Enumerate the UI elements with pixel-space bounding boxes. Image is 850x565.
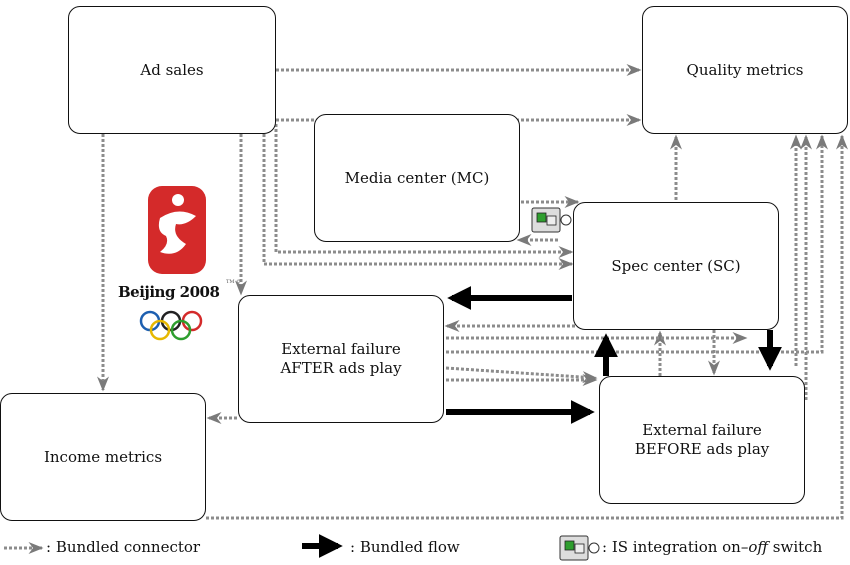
external-failure-before-label: External failure BEFORE ads play [634, 421, 770, 458]
media-center-box: Media center (MC) [314, 114, 520, 242]
legend-switch-italic: off [748, 538, 769, 556]
quality-metrics-label: Quality metrics [686, 60, 804, 79]
legend-switch-pre: : IS integration on– [602, 538, 749, 556]
quality-metrics-box: Quality metrics [642, 6, 848, 134]
spec-center-box: Spec center (SC) [573, 202, 779, 330]
beijing-2008-emblem-icon [148, 186, 206, 274]
logo-wordmark: Beijing 2008 [118, 283, 220, 301]
ad-sales-box: Ad sales [68, 6, 276, 134]
legend-bundled-connector: : Bundled connector [46, 538, 201, 556]
legend-bundled-flow: : Bundled flow [350, 538, 460, 556]
external-failure-before-box: External failure BEFORE ads play [599, 376, 805, 504]
switch-icon [531, 207, 572, 233]
income-metrics-label: Income metrics [43, 447, 163, 466]
legend-switch: : IS integration on–off switch [602, 538, 822, 556]
connector-adsales-spec-1 [262, 134, 574, 270]
olympic-rings-icon [139, 310, 203, 341]
connector-after-quality-1 [446, 134, 828, 354]
income-metrics-box: Income metrics [0, 393, 206, 521]
spec-center-label: Spec center (SC) [611, 256, 741, 275]
connector-after-before [445, 366, 598, 384]
connector-adsales-spec-2 [274, 124, 574, 258]
legend-switch-post: switch [768, 538, 823, 556]
ad-sales-label: Ad sales [140, 60, 204, 79]
external-failure-after-label: External failure AFTER ads play [280, 340, 402, 377]
legend-switch-icon [559, 535, 600, 561]
media-center-label: Media center (MC) [344, 168, 490, 187]
logo-trademark: TM © [226, 279, 242, 285]
connector-income-quality [206, 134, 848, 520]
external-failure-after-box: External failure AFTER ads play [238, 295, 444, 423]
